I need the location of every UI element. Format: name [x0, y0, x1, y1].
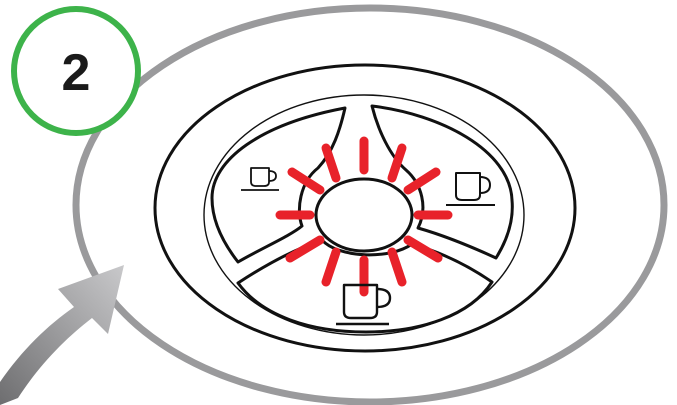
selector-segment-right [370, 104, 514, 260]
outer-surface-ring [72, 4, 668, 405]
light-ray [321, 143, 341, 183]
step-number: 2 [62, 44, 91, 102]
selector-segment-left [210, 106, 347, 264]
light-ray [403, 235, 443, 263]
light-ray [403, 167, 441, 195]
small-cup-icon [241, 167, 279, 191]
light-ray [285, 235, 325, 263]
light-ray [321, 247, 341, 287]
step-badge: 2 [11, 6, 141, 136]
large-cup-icon [336, 283, 392, 326]
light-ray [387, 143, 407, 183]
center-button [314, 177, 414, 253]
red-light-rays [275, 136, 453, 297]
dial-inner-ring [203, 94, 525, 336]
step-badge-circle [11, 6, 141, 136]
light-ray [387, 247, 407, 287]
dial-outer-ring [153, 63, 577, 353]
curved-arrow-icon [0, 265, 124, 405]
light-ray [287, 167, 325, 195]
medium-cup-icon [446, 172, 495, 206]
